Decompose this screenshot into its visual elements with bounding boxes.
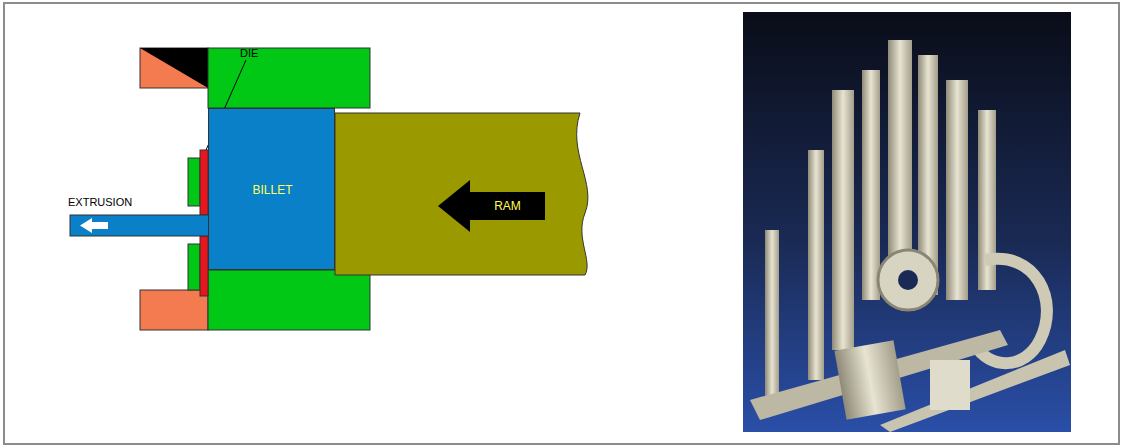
flow-arrow [80,218,108,233]
profile [862,70,880,300]
push-arrow [438,180,545,232]
profile-section [878,250,938,310]
billet-block: BILLET [208,108,335,270]
profile [765,230,779,400]
clamp-block [140,48,208,88]
ram-body [335,113,588,275]
container-wall [208,270,370,330]
photo-background [743,12,1071,432]
profile [750,330,1008,420]
clamp-wedge [140,48,208,88]
profile [834,340,905,419]
billet-label: BILLET [209,109,336,271]
profile [832,90,854,350]
die-plate [200,236,208,296]
profile-hole [898,270,918,290]
container-wall [208,48,370,108]
ram-outline [335,113,595,275]
profile [880,350,1070,432]
profile [946,80,968,300]
extruded-bar [70,215,210,236]
die-holder [188,244,200,290]
die-holder [188,158,200,206]
frame [4,3,1119,444]
ram-shape: RAM [335,113,595,275]
profile [930,360,970,410]
profile [808,150,824,380]
part-name: EXTRUSION [68,196,132,209]
die-plate [200,150,208,215]
clamp-block [140,290,208,330]
part-name: DIE [240,47,258,60]
ram-label: RAM [470,192,545,220]
